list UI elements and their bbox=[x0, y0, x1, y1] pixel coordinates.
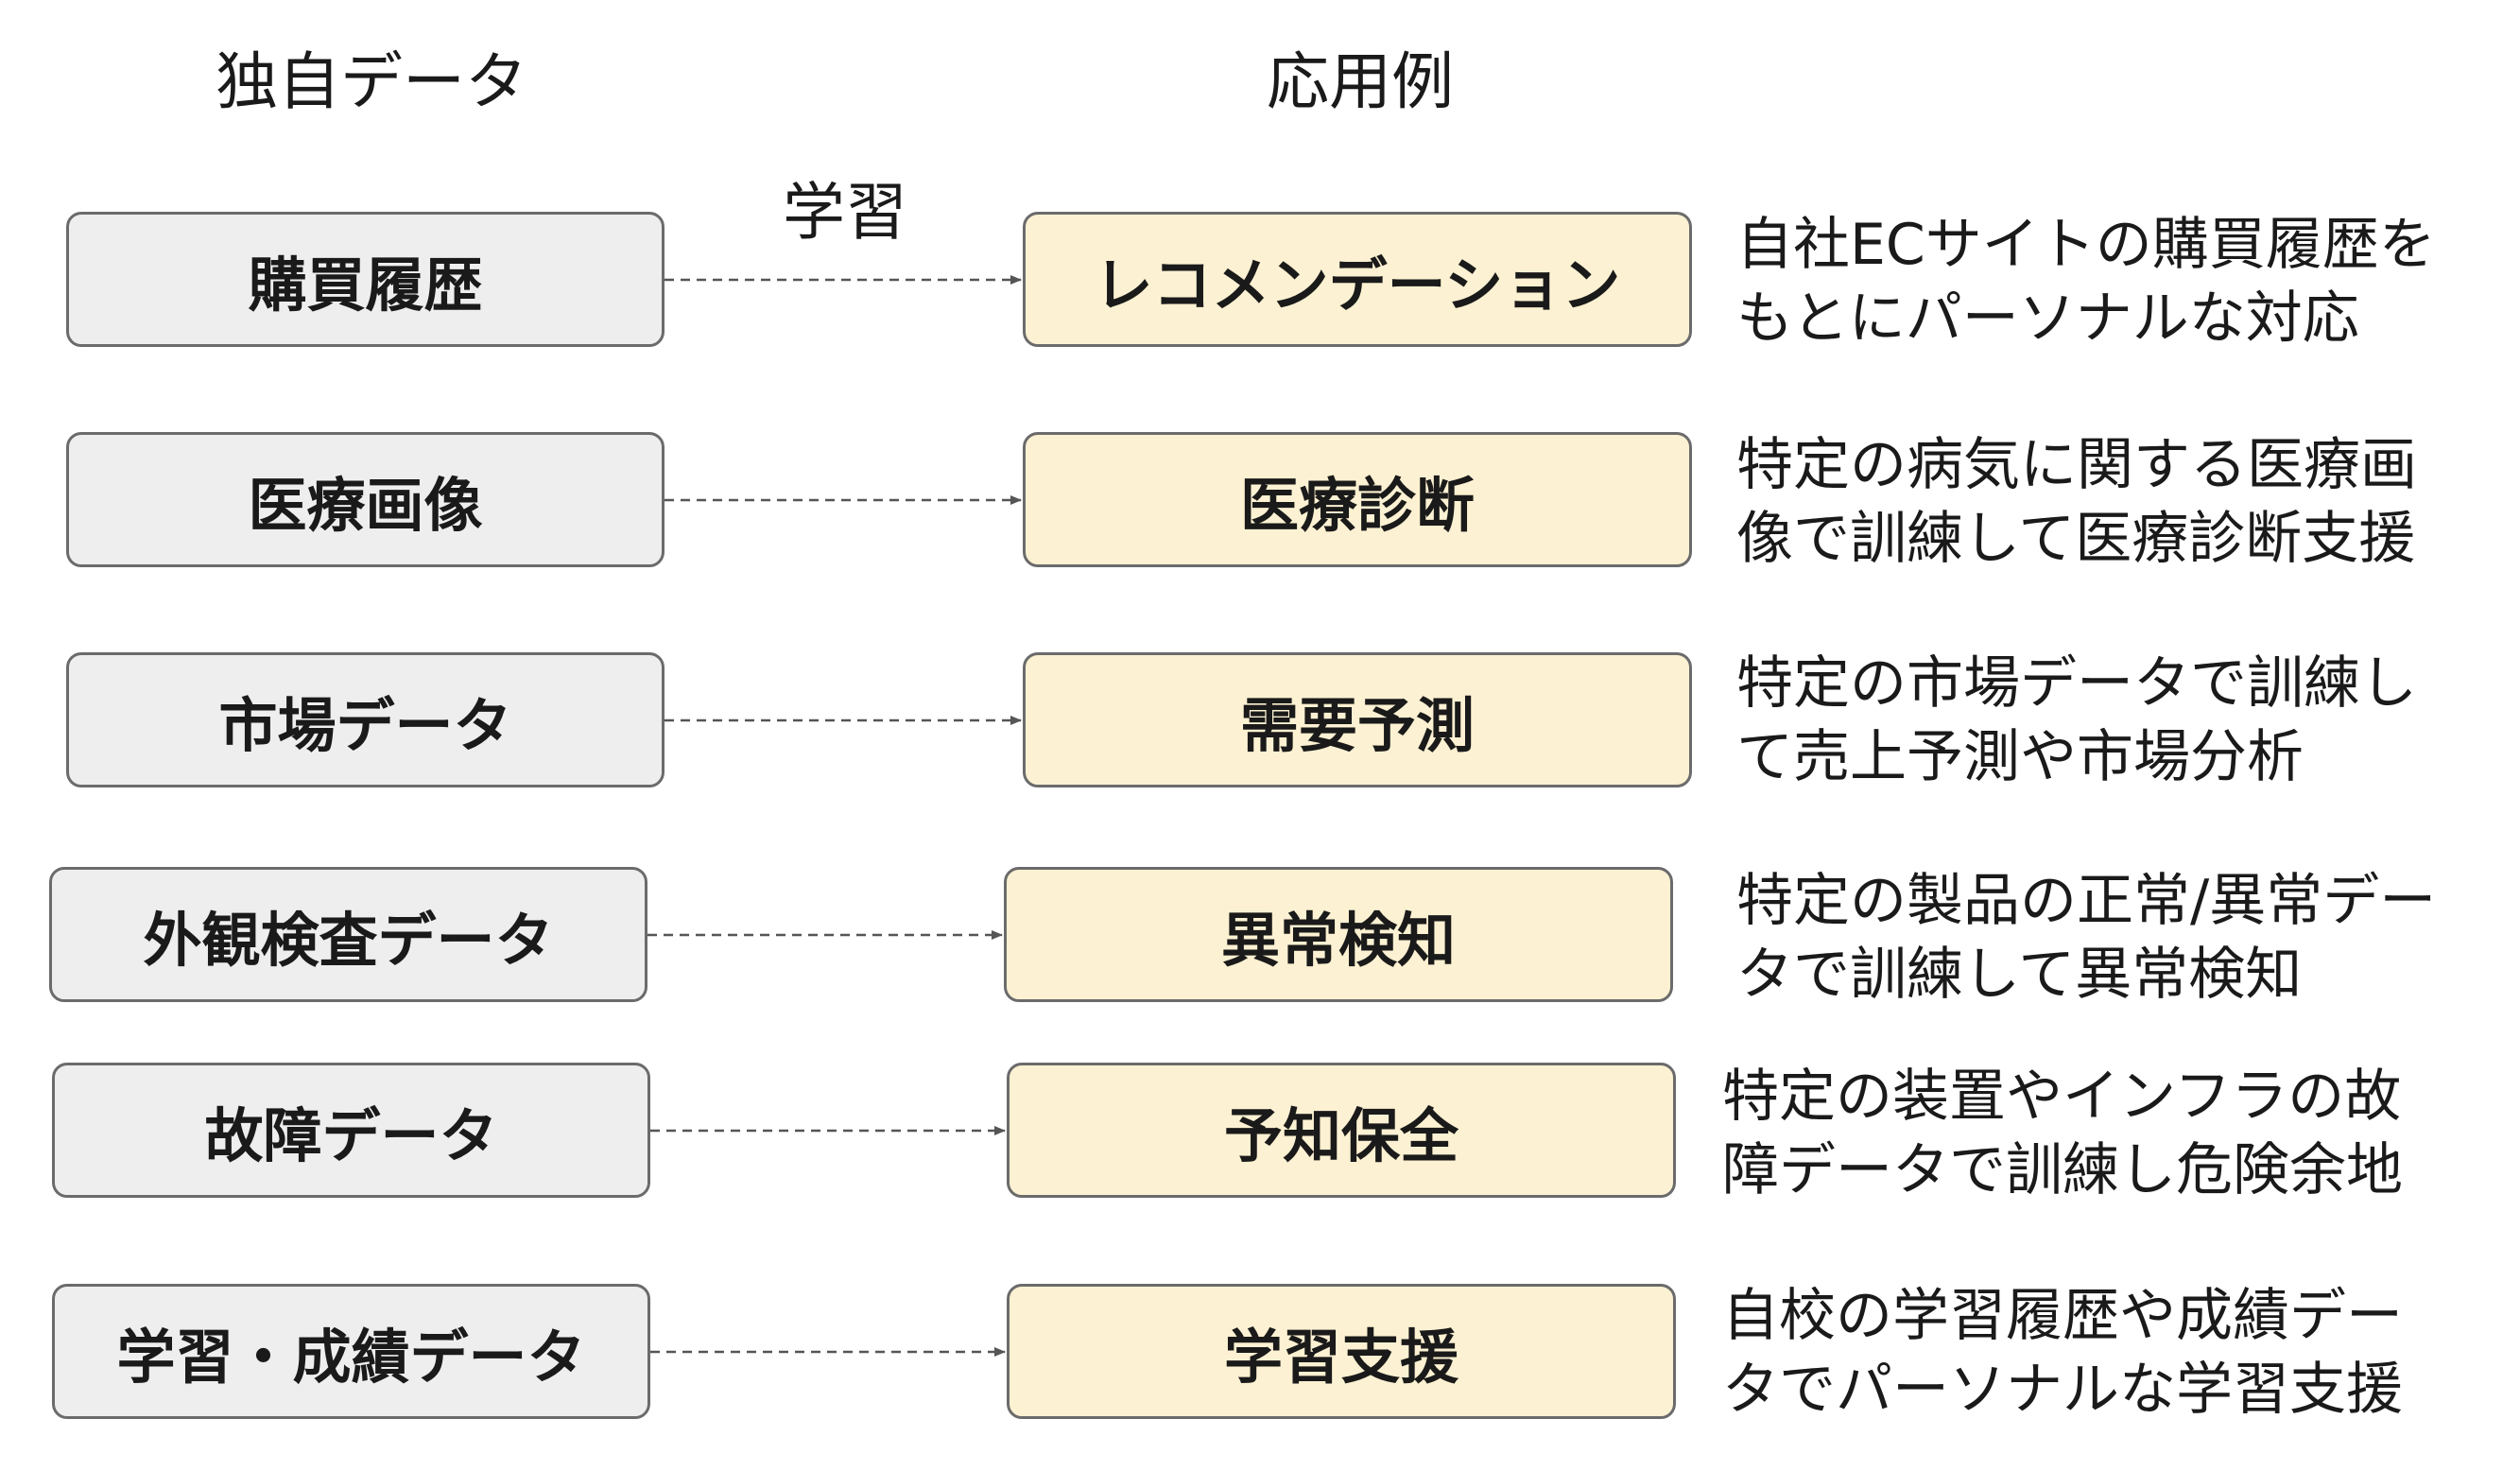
description-line: 特定の製品の正常/異常デー bbox=[1736, 868, 2437, 934]
source-box-purchase-history: 購買履歴 bbox=[66, 212, 665, 347]
description-line: 自社ECサイトの購買履歴を bbox=[1736, 212, 2436, 278]
description-row-4: 特定の製品の正常/異常デー タで訓練して異常検知 bbox=[1736, 864, 2436, 1012]
description-row-5: 特定の装置やインフラの故 障データで訓練し危険余地 bbox=[1722, 1060, 2403, 1207]
description-line: 像で訓練して医療診断支援 bbox=[1736, 506, 2416, 572]
application-box-anomaly-detection: 異常検知 bbox=[1004, 867, 1673, 1002]
source-box-market-data: 市場データ bbox=[66, 652, 665, 787]
source-box-learning-grades-data: 学習・成績データ bbox=[52, 1284, 650, 1419]
description-line: もとにパーソナルな対応 bbox=[1736, 286, 2359, 352]
application-box-learning-support: 学習支援 bbox=[1007, 1284, 1676, 1419]
arrow-label: 学習 bbox=[783, 176, 907, 249]
description-row-1: 自社ECサイトの購買履歴を もとにパーソナルな対応 bbox=[1736, 208, 2436, 355]
description-row-2: 特定の病気に関する医療画 像で訓練して医療診断支援 bbox=[1736, 428, 2417, 576]
description-line: 障データで訓練し危険余地 bbox=[1722, 1137, 2403, 1203]
description-row-3: 特定の市場データで訓練し て売上予測や市場分析 bbox=[1736, 647, 2417, 794]
description-line: て売上予測や市場分析 bbox=[1736, 724, 2304, 790]
description-line: タで訓練して異常検知 bbox=[1736, 942, 2303, 1008]
description-line: 特定の装置やインフラの故 bbox=[1722, 1064, 2402, 1130]
description-line: 自校の学習履歴や成績デー bbox=[1722, 1283, 2403, 1349]
description-line: 特定の市場データで訓練し bbox=[1736, 650, 2417, 717]
description-line: タでパーソナルな学習支援 bbox=[1722, 1357, 2403, 1423]
application-box-medical-diagnosis: 医療診断 bbox=[1023, 432, 1692, 567]
application-box-demand-forecast: 需要予測 bbox=[1023, 652, 1692, 787]
application-column-header: 応用例 bbox=[1267, 45, 1454, 118]
description-row-6: 自校の学習履歴や成績デー タでパーソナルな学習支援 bbox=[1722, 1279, 2403, 1427]
description-line: 特定の病気に関する医療画 bbox=[1736, 432, 2417, 498]
application-box-predictive-maintenance: 予知保全 bbox=[1007, 1063, 1676, 1198]
source-column-header: 独自データ bbox=[216, 45, 527, 118]
source-box-failure-data: 故障データ bbox=[52, 1063, 650, 1198]
application-box-recommendation: レコメンデーション bbox=[1023, 212, 1692, 347]
source-box-visual-inspection-data: 外観検査データ bbox=[49, 867, 647, 1002]
source-box-medical-images: 医療画像 bbox=[66, 432, 665, 567]
